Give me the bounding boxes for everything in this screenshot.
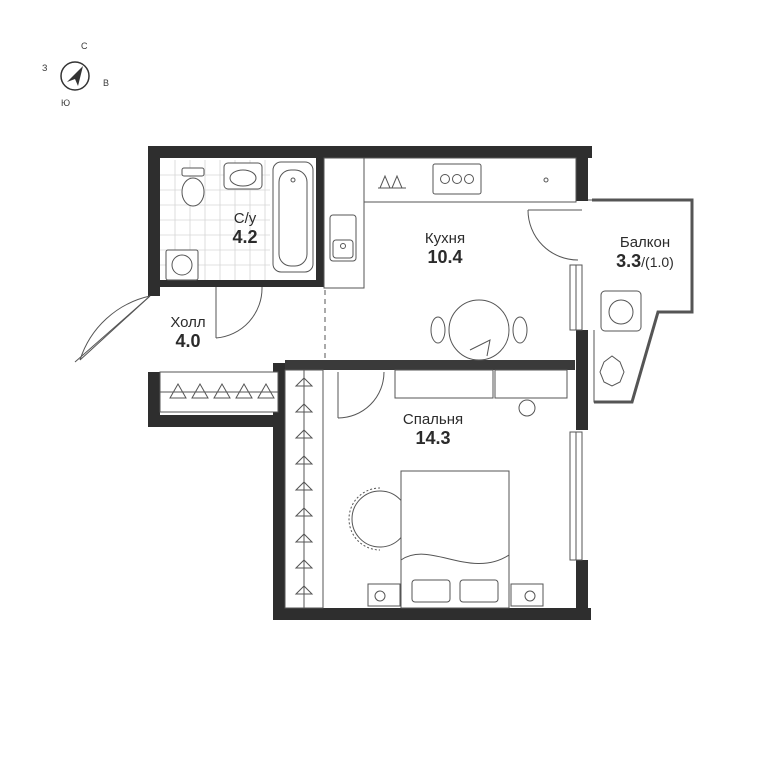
compass-north: С [81, 41, 88, 51]
bedroom-name: Спальня [402, 411, 464, 428]
balcony-area: 3.3 [616, 251, 642, 271]
walls [148, 146, 592, 620]
balcony-label: Балкон 3.3/(1.0) [600, 234, 690, 272]
compass-west: З [42, 63, 48, 73]
bathroom-name: С/у [233, 210, 257, 227]
compass-arrow-icon [67, 66, 83, 86]
doors [74, 209, 582, 419]
bathroom-area: 4.2 [232, 227, 258, 247]
windows [569, 264, 583, 561]
kitchen-label: Кухня 10.4 [405, 230, 485, 268]
bathroom-label: С/у 4.2 [215, 210, 275, 248]
bedroom-wardrobe [284, 369, 324, 609]
balcony-area-reduced: /(1.0) [641, 254, 674, 270]
hall-area: 4.0 [175, 331, 201, 351]
hall-label: Холл 4.0 [158, 314, 218, 352]
balcony [588, 198, 694, 404]
kitchen-name: Кухня [424, 230, 466, 247]
bedroom-label: Спальня 14.3 [388, 411, 478, 449]
hall-wardrobe [159, 371, 279, 413]
dining-table [430, 299, 528, 361]
compass [60, 61, 90, 91]
kitchen-area: 10.4 [427, 247, 463, 267]
kitchen-counter [323, 157, 577, 289]
balcony-name: Балкон [619, 234, 671, 251]
bathroom-fixtures [165, 161, 314, 281]
bedroom-area: 14.3 [415, 428, 451, 448]
bedroom-furniture [348, 369, 568, 609]
compass-south: Ю [61, 98, 71, 108]
hall-name: Холл [170, 314, 206, 331]
balcony-area-group: 3.3/(1.0) [600, 251, 690, 272]
compass-east: В [103, 78, 110, 88]
